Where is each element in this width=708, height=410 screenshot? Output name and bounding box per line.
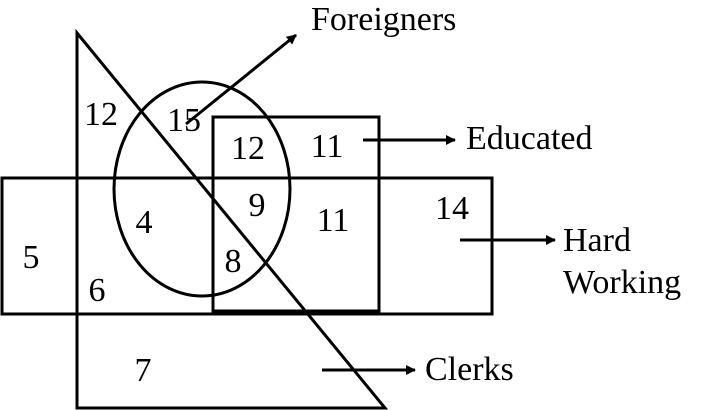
region-foreigners-educated-hardworking: 9 — [249, 187, 266, 224]
region-clerks-foreigners-hardworking: 4 — [136, 204, 153, 241]
hard-working-rectangle — [0, 176, 494, 316]
hard-working-label-line2: Working — [563, 264, 681, 301]
foreigners-ellipse — [112, 80, 292, 298]
educated-label: Educated — [466, 120, 593, 157]
region-clerks-only: 7 — [135, 352, 152, 389]
region-foreigners-educated: 12 — [231, 130, 265, 167]
clerks-triangle — [75, 28, 389, 410]
hard-working-label-line1: Hard — [563, 222, 631, 259]
region-foreigners-only: 15 — [167, 102, 201, 139]
region-clerks-foreigners: 12 — [84, 96, 118, 133]
educated-rectangle — [211, 115, 381, 313]
foreigners-arrow — [185, 33, 297, 126]
region-educated-only: 11 — [311, 128, 344, 165]
region-hardworking-only: 14 — [435, 190, 469, 227]
region-clerks-hardworking: 6 — [89, 272, 106, 309]
region-all-four: 8 — [225, 243, 242, 280]
clerks-label: Clerks — [425, 351, 514, 388]
region-hardworking-outside: 5 — [23, 239, 40, 276]
foreigners-label: Foreigners — [311, 1, 456, 38]
region-educated-hardworking: 11 — [317, 202, 350, 239]
